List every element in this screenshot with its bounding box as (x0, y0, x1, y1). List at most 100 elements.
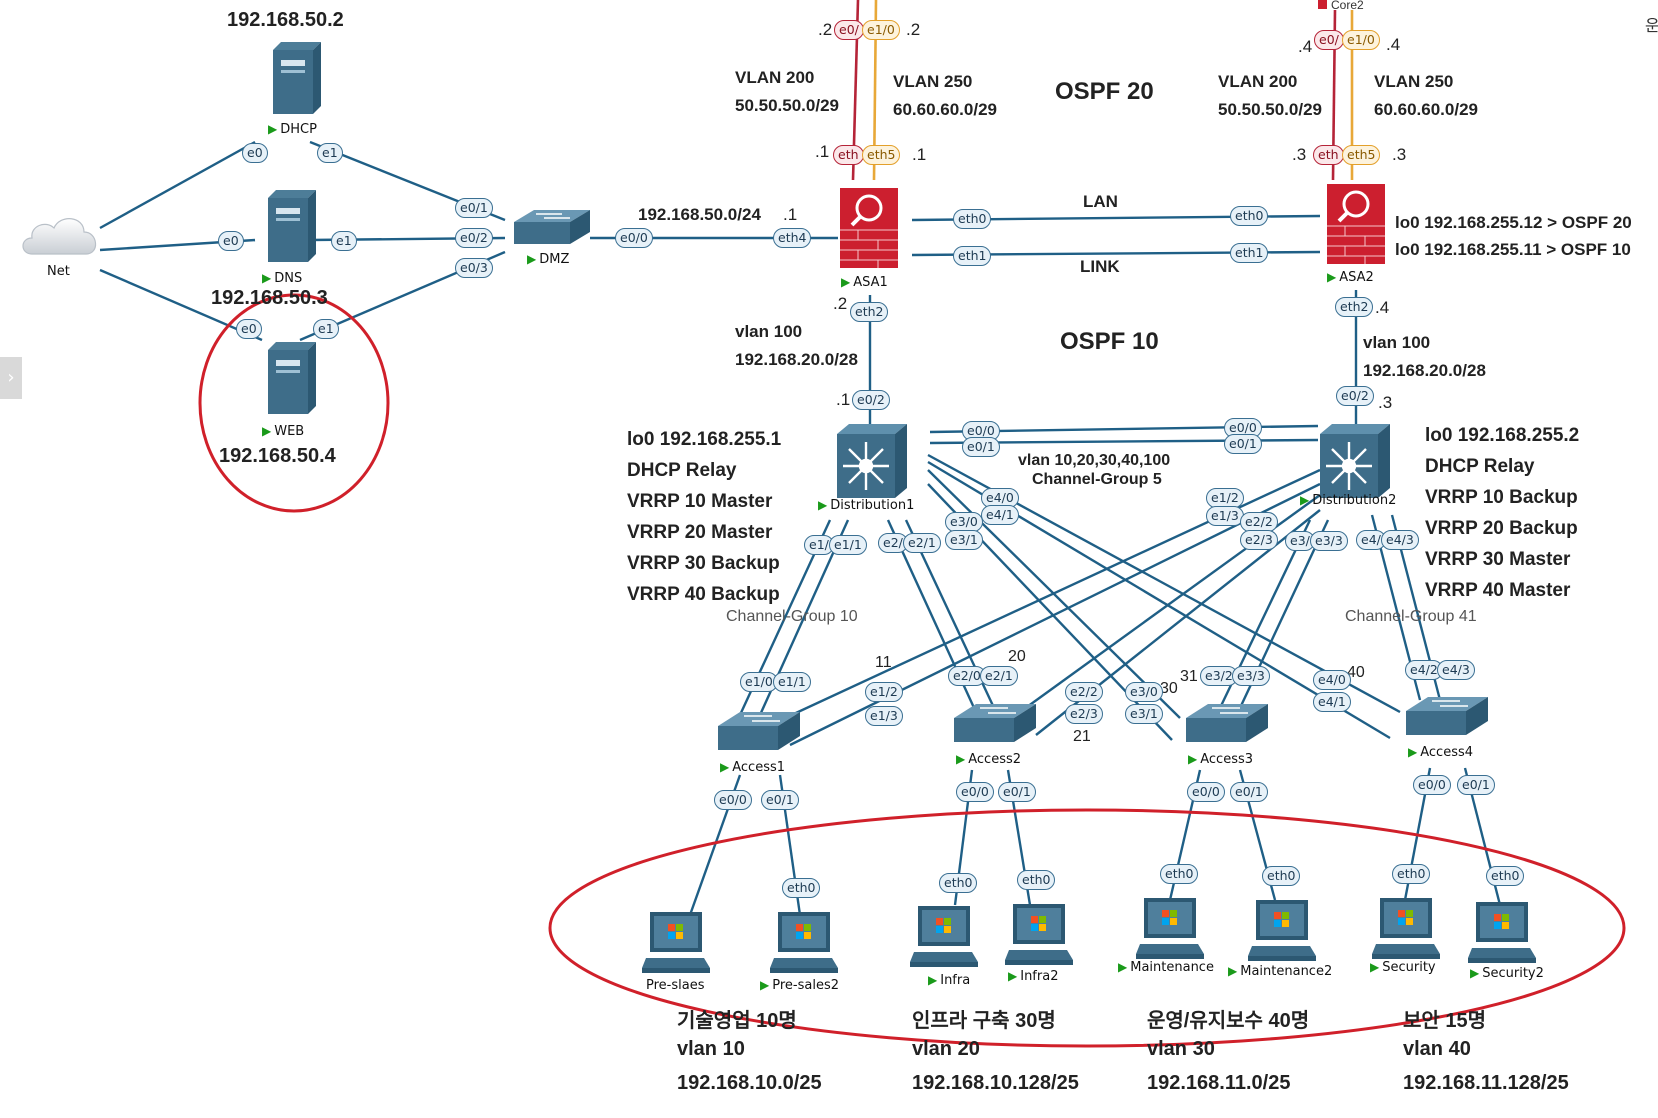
port-pc7-eth0[interactable]: eth0 (1392, 864, 1431, 884)
port-dhcp-e0[interactable]: e0 (242, 143, 268, 163)
pc-pre-sales2[interactable] (770, 910, 840, 978)
port-a1-e13[interactable]: e1/3 (865, 706, 903, 726)
port-a3-e31[interactable]: e3/1 (1125, 704, 1163, 724)
port-dns-e1[interactable]: e1 (331, 231, 357, 251)
port-asa2-eth2[interactable]: eth2 (1335, 297, 1374, 317)
pc-maintenance2[interactable] (1248, 898, 1318, 966)
port-pc6-eth0[interactable]: eth0 (1262, 866, 1301, 886)
port-asa1-eth5[interactable]: eth5 (862, 145, 901, 165)
port-d1-e01[interactable]: e0/1 (962, 437, 1000, 457)
port-asa2-eth0[interactable]: eth0 (1230, 206, 1269, 226)
port-dmz-e02[interactable]: e0/2 (455, 228, 493, 248)
port-pc8-eth0[interactable]: eth0 (1486, 866, 1525, 886)
port-a1-e01[interactable]: e0/1 (761, 790, 799, 810)
pc-security[interactable] (1372, 896, 1442, 964)
port-d2-e43[interactable]: e4/3 (1381, 530, 1419, 550)
port-d1-e11[interactable]: e1/1 (829, 535, 867, 555)
port-pc5-eth0[interactable]: eth0 (1160, 864, 1199, 884)
port-a4-e40[interactable]: e4/0 (1313, 670, 1351, 690)
port-a2-e01[interactable]: e0/1 (998, 782, 1036, 802)
port-a2-e20[interactable]: e2/0 (948, 666, 986, 686)
port-a4-e00[interactable]: e0/0 (1413, 775, 1451, 795)
port-asa1-core-e1[interactable]: e1/0 (862, 20, 900, 40)
access4-switch[interactable] (1402, 695, 1492, 743)
port-d1-e02[interactable]: e0/2 (852, 390, 890, 410)
pc-infra[interactable] (910, 904, 980, 972)
port-a4-e01[interactable]: e0/1 (1457, 775, 1495, 795)
port-a3-e32[interactable]: e3/2 (1200, 666, 1238, 686)
port-d1-e30[interactable]: e3/0 (945, 512, 983, 532)
asa2-firewall[interactable] (1325, 182, 1387, 270)
pc-security2[interactable] (1468, 900, 1538, 968)
access2-switch[interactable] (950, 702, 1040, 750)
port-pc4-eth0[interactable]: eth0 (1017, 870, 1056, 890)
port-a4-e42[interactable]: e4/2 (1405, 660, 1443, 680)
dmz-switch[interactable] (510, 208, 594, 252)
port-d2-e23[interactable]: e2/3 (1240, 530, 1278, 550)
port-pc2-eth0[interactable]: eth0 (782, 878, 821, 898)
port-d2-e33[interactable]: e3/3 (1310, 531, 1348, 551)
firewall-icon (840, 188, 898, 268)
access3-switch[interactable] (1182, 702, 1272, 750)
port-d1-e21[interactable]: e2/1 (903, 533, 941, 553)
port-a2-e23[interactable]: e2/3 (1065, 704, 1103, 724)
port-a3-e00[interactable]: e0/0 (1187, 782, 1225, 802)
pc-maintenance[interactable] (1136, 896, 1206, 964)
port-d2-e02[interactable]: e0/2 (1336, 386, 1374, 406)
port-dmz-e00[interactable]: e0/0 (615, 228, 653, 248)
pc-pre-slaes[interactable] (642, 910, 712, 978)
port-a2-e22[interactable]: e2/2 (1065, 682, 1103, 702)
distribution1-switch[interactable] (835, 422, 909, 504)
port-dhcp-e1[interactable]: e1 (317, 143, 343, 163)
port-a3-e30[interactable]: e3/0 (1125, 682, 1163, 702)
sidebar-expand-button[interactable]: › (0, 357, 22, 399)
port-asa1-eth-red[interactable]: eth (833, 145, 864, 165)
port-asa1-eth0[interactable]: eth0 (953, 209, 992, 229)
port-a3-e33[interactable]: e3/3 (1232, 666, 1270, 686)
port-a2-e00[interactable]: e0/0 (956, 782, 994, 802)
dhcp-server[interactable] (265, 40, 321, 120)
port-asa1-eth2[interactable]: eth2 (850, 302, 889, 322)
port-asa2-eth1[interactable]: eth1 (1230, 243, 1269, 263)
port-a2-e21[interactable]: e2/1 (980, 666, 1018, 686)
port-a1-e10[interactable]: e1/0 (740, 672, 778, 692)
port-web-e1[interactable]: e1 (313, 319, 339, 339)
port-a4-e43[interactable]: e4/3 (1437, 660, 1475, 680)
web-server[interactable] (260, 340, 316, 420)
net-cloud[interactable] (18, 210, 102, 266)
port-a4-e41[interactable]: e4/1 (1313, 692, 1351, 712)
port-d1-e31[interactable]: e3/1 (945, 530, 983, 550)
port-d2-e4a[interactable]: e4/ (1356, 530, 1386, 550)
port-d1-e2a[interactable]: e2/ (878, 533, 908, 553)
port-dmz-e01[interactable]: e0/1 (455, 198, 493, 218)
port-d2-e12[interactable]: e1/2 (1206, 488, 1244, 508)
access1-switch[interactable] (714, 710, 804, 758)
port-a1-e12[interactable]: e1/2 (865, 682, 903, 702)
port-d2-e22[interactable]: e2/2 (1240, 512, 1278, 532)
port-asa1-eth4[interactable]: eth4 (773, 228, 812, 248)
asa1-firewall[interactable] (838, 186, 900, 274)
port-dns-e0[interactable]: e0 (218, 231, 244, 251)
multilayer-switch-icon (837, 424, 907, 498)
port-asa1-core-e0[interactable]: e0/ (834, 20, 864, 40)
port-a3-e01[interactable]: e0/1 (1230, 782, 1268, 802)
port-pc3-eth0[interactable]: eth0 (939, 873, 978, 893)
dns-server[interactable] (260, 188, 316, 268)
port-d2-e00[interactable]: e0/0 (1224, 418, 1262, 438)
port-asa2-eth5[interactable]: eth5 (1342, 145, 1381, 165)
port-d2-e3a[interactable]: e3/ (1285, 531, 1315, 551)
port-asa2-core-e1[interactable]: e1/0 (1342, 30, 1380, 50)
port-d2-e13[interactable]: e1/3 (1206, 506, 1244, 526)
port-asa2-core-e0[interactable]: e0/ (1314, 30, 1344, 50)
port-d2-e01[interactable]: e0/1 (1224, 434, 1262, 454)
port-asa2-eth-red[interactable]: eth (1313, 145, 1344, 165)
port-web-e0[interactable]: e0 (236, 319, 262, 339)
port-asa1-eth1[interactable]: eth1 (953, 246, 992, 266)
port-a1-e11[interactable]: e1/1 (773, 672, 811, 692)
distribution2-switch[interactable] (1318, 422, 1392, 504)
port-dmz-e03[interactable]: e0/3 (455, 258, 493, 278)
port-a1-e00[interactable]: e0/0 (714, 790, 752, 810)
pc-infra2[interactable] (1005, 902, 1075, 970)
port-d1-e41[interactable]: e4/1 (981, 505, 1019, 525)
